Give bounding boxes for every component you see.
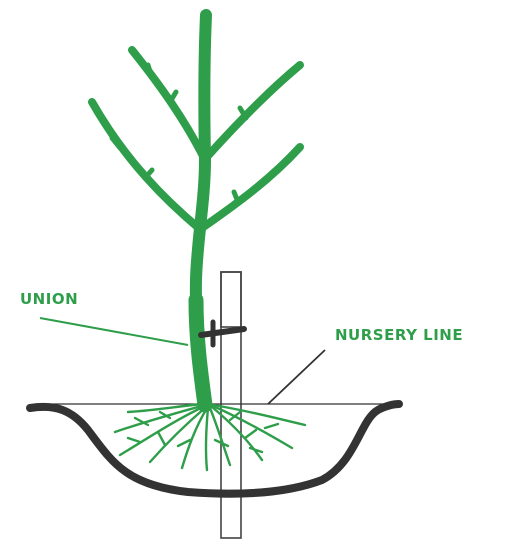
support-stake: [221, 272, 241, 538]
union-leader-line: [40, 318, 188, 345]
nursery-line-label: NURSERY LINE: [335, 326, 463, 344]
branch: [132, 50, 205, 160]
union-label: UNION: [20, 290, 78, 308]
branch: [206, 65, 300, 158]
nursery-line-leader: [268, 350, 325, 404]
branch: [202, 147, 300, 228]
tree: [92, 15, 300, 405]
tree-roots: [115, 404, 305, 470]
